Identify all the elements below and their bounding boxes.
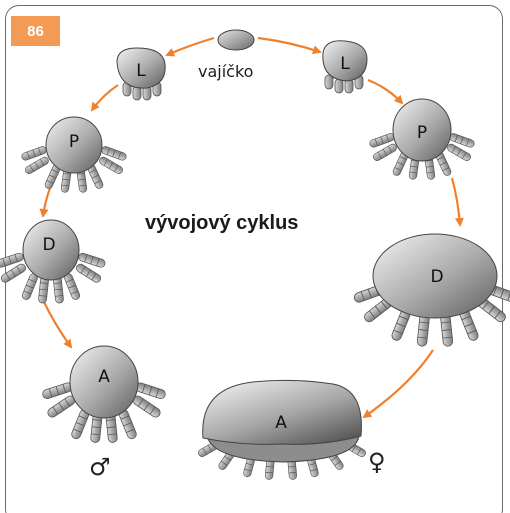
diagram-title: vývojový cyklus	[145, 212, 298, 235]
larva-left: L	[117, 48, 165, 100]
arrow-protonymph-to-deutonymph-right	[452, 178, 460, 225]
arrow-egg-to-larva-right	[258, 38, 320, 52]
egg-label: vajíčko	[198, 62, 253, 81]
protonymph-right: P	[369, 99, 475, 180]
adult-male: A	[42, 346, 167, 443]
arrow-deutonymph-to-adult-female	[364, 350, 433, 417]
deutonymph-left-label: D	[42, 235, 55, 255]
protonymph-right-label: P	[417, 123, 427, 143]
adult-female-label: A	[275, 413, 287, 433]
deutonymph-right: D	[353, 234, 510, 347]
arrow-deutonymph-to-adult-male	[43, 300, 71, 347]
larva-right-label: L	[340, 54, 350, 74]
egg-shape	[218, 30, 254, 50]
protonymph-left: P	[21, 117, 127, 193]
male-symbol: ♂	[89, 453, 111, 481]
deutonymph-right-label: D	[430, 267, 443, 287]
arrow-larva-to-protonymph-right	[368, 80, 402, 103]
adult-male-label: A	[98, 367, 110, 387]
arrow-larva-to-protonymph-left	[92, 85, 118, 110]
larva-right: L	[323, 41, 367, 93]
protonymph-left-label: P	[69, 132, 79, 152]
arrow-protonymph-to-deutonymph-left	[43, 188, 50, 216]
page-number: 86	[11, 16, 60, 46]
female-symbol: ♀	[368, 448, 386, 476]
larva-left-label: L	[136, 61, 146, 81]
arrow-egg-to-larva-left	[167, 38, 214, 55]
adult-female: A	[197, 380, 367, 479]
deutonymph-left: D	[0, 220, 106, 303]
